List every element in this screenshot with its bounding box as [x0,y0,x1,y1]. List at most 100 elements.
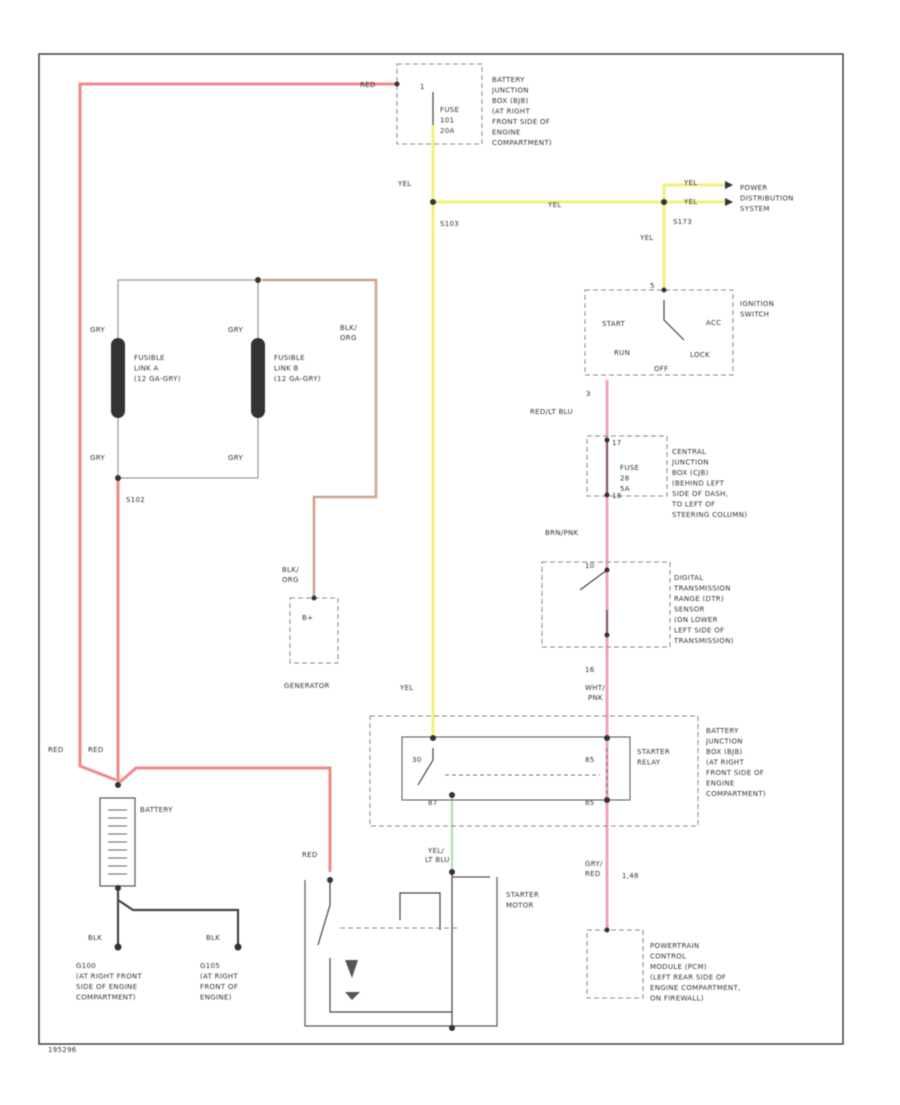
relay-coil [445,748,608,800]
label-line: ENGINE [706,780,735,788]
label-line: LINK B [274,365,299,373]
label-line: ENGINE [492,129,521,137]
label-line: G105 [200,962,220,970]
ignition-switch-box [584,289,734,376]
wire-red-battery-starter [119,766,332,872]
label-line: RELAY [637,759,661,767]
wire-yel-pds [433,183,725,290]
label-line: BATTERY [706,727,739,735]
label-yel-5: YEL [639,234,654,242]
splice-s173 [661,199,667,205]
num-relay-87: 87 [428,799,438,807]
label-yel-lt-blu-a: YEL/ [427,847,444,855]
label-line: STARTER [637,748,670,756]
num-pcm: 1,48 [622,872,639,880]
label-line: IGNITION [740,300,774,308]
label-line: (AT RIGHT FRONT [76,973,142,981]
label-line: TRANSMISSION [673,585,731,593]
label-ign-off: OFF [654,365,668,373]
label-line: BOX (BJB) [706,748,743,756]
label-line: FUSE [440,106,459,114]
label-gry-red-a: GRY/ [585,860,603,868]
label-yel-3: YEL [683,179,698,187]
label-line: SENSOR [674,606,705,614]
relay-terminal-85 [604,735,610,741]
label-line: DIGITAL [674,574,703,582]
starter-ground [449,1025,455,1031]
label-line: (ON LOWER [674,616,718,624]
label-blk-org-1a: BLK/ [340,324,357,332]
label-splice-s103: S103 [440,220,459,228]
bjb-top-box [396,63,483,145]
battery-positive [115,782,121,788]
splice-s102 [115,475,121,481]
label-line: CENTRAL [672,448,706,456]
num-ign-b: 3 [586,390,591,398]
num-dtr-a: 10 [585,562,595,570]
label-line: BOX (BJB) [492,97,529,105]
wire-blk-org-generator [262,278,378,598]
arrow-pds-2 [725,198,733,206]
label-yel-lt-blu-b: LT BLU [425,856,450,864]
label-brn-pnk: BRN/PNK [545,529,579,537]
label-line: POWER [740,184,767,192]
pcm-box [586,929,644,999]
generator-box [289,597,339,664]
label-line: FUSIBLE [274,354,305,362]
label-gry-red-b: RED [585,870,601,878]
label-line: 5A [620,485,630,493]
starter-terminal-b [327,877,333,883]
dtr-contact [579,569,608,635]
dtr-terminal-out [604,632,610,638]
label-line: MOTOR [506,902,534,910]
label-line: (AT RIGHT [200,973,238,981]
label-line: STEERING COLUMN) [672,511,747,519]
starter-motor-frame [304,876,498,1027]
label-blk-org-2b: ORG [282,576,299,584]
ground-g100 [114,943,122,951]
label-line: (AT RIGHT [706,759,744,767]
label-diagram-id: 195296 [48,1046,77,1054]
relay-terminal-86 [604,797,610,803]
label-line: LEFT SIDE OF [674,627,724,635]
label-line: FRONT SIDE OF [492,118,550,126]
splice-s103 [430,199,436,205]
label-splice-s102: S102 [126,496,145,504]
label-blk-org-1b: ORG [340,334,357,342]
relay-terminal-30 [430,735,436,741]
diagram-border [38,53,844,1045]
label-line: ON FIREWALL) [650,995,704,1003]
pcm-terminal [604,927,610,933]
label-line: POWERTRAIN [650,942,699,950]
label-line: TRANSMISSION) [673,637,734,645]
motor-symbol [345,960,360,1000]
label-line: G100 [76,962,96,970]
label-line: FRONT SIDE OF [706,769,764,777]
battery-cells [108,809,127,875]
label-line: CONTROL [650,953,686,961]
label-yel-6: YEL [399,684,414,692]
label-splice-s173: S173 [673,218,692,226]
arrow-pds-1 [725,181,733,189]
label-line: TO LEFT OF [671,501,715,509]
num-relay-86: 85 [585,799,595,807]
label-line: (BEHIND LEFT [672,480,725,488]
label-line: (AT RIGHT [492,108,530,116]
label-yel-4: YEL [683,198,698,206]
label-red-1: RED [48,746,64,754]
label-ign-lock: LOCK [690,351,710,359]
label-red-3: RED [302,851,318,859]
label-line: DISTRIBUTION [740,195,794,203]
label-line: COMPARTMENT) [706,790,766,798]
label-line: (LEFT REAR SIDE OF [650,974,726,982]
label-generator-b: B+ [302,614,313,622]
